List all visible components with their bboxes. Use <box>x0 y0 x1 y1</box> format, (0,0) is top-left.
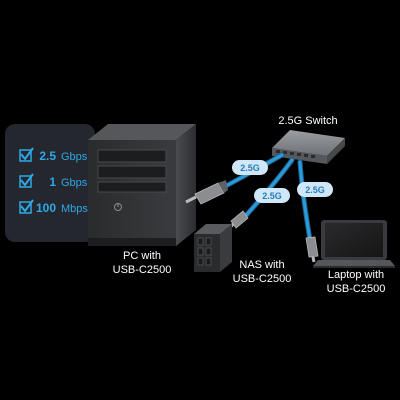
speed-unit: Mbps <box>61 203 88 215</box>
speed-value: 2.5 <box>39 149 56 163</box>
link-tag-pc: 2.5G <box>232 160 268 175</box>
usb-adapter-laptop-icon <box>305 236 319 263</box>
nas-icon <box>194 224 232 272</box>
pc-label-line1: PC with <box>123 250 161 262</box>
nas-label: NAS with USB-C2500 <box>233 259 292 285</box>
pc-label: PC with USB-C2500 <box>113 250 172 276</box>
link-tag-label: 2.5G <box>240 163 260 173</box>
link-tag-nas: 2.5G <box>254 188 290 203</box>
link-tag-laptop: 2.5G <box>297 182 333 197</box>
speed-row-1: 2.5 Gbps <box>19 147 88 163</box>
switch-icon <box>272 130 345 164</box>
pc-tower-icon <box>88 124 196 246</box>
cable-laptop-highlight <box>298 160 312 242</box>
laptop-label-line2: USB-C2500 <box>327 283 386 295</box>
link-tag-label: 2.5G <box>262 191 282 201</box>
laptop-label-line1: Laptop with <box>328 269 384 281</box>
switch-label: 2.5G Switch <box>278 115 337 127</box>
speed-row-2: 1 Gbps <box>19 173 88 189</box>
pc-label-line2: USB-C2500 <box>113 264 172 276</box>
laptop-label: Laptop with USB-C2500 <box>327 269 386 295</box>
speed-row-3: 100 Mbps <box>19 199 88 215</box>
checkbox-checked-icon <box>19 173 34 188</box>
usb-adapter-pc-icon <box>185 180 228 205</box>
checkbox-checked-icon <box>19 147 34 162</box>
speed-unit: Gbps <box>61 177 88 189</box>
checkbox-checked-icon <box>19 199 34 214</box>
laptop-icon <box>313 220 395 268</box>
speed-unit: Gbps <box>61 151 88 163</box>
nas-label-line2: USB-C2500 <box>233 273 292 285</box>
speed-panel: 2.5 Gbps 1 Gbps 100 Mbps <box>5 124 95 242</box>
nas-label-line1: NAS with <box>239 259 284 271</box>
link-tag-label: 2.5G <box>305 185 325 195</box>
speed-value: 100 <box>36 201 56 215</box>
speed-value: 1 <box>49 175 56 189</box>
